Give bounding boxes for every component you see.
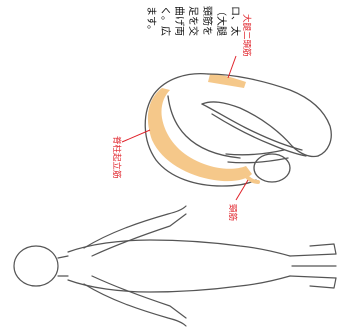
- neck-muscle-label: 頸筋: [227, 204, 238, 221]
- instruction-line: ロ、太: [229, 6, 242, 36]
- instruction-line: 曲げ両: [173, 6, 185, 36]
- arm-outline: [92, 214, 186, 256]
- leg-outline: [290, 254, 336, 278]
- torso-outline: [68, 240, 290, 256]
- arm-outline: [84, 284, 186, 326]
- arm-outline: [212, 114, 306, 156]
- hamstrings-highlight: [208, 74, 246, 88]
- instruction-line: 頸筋を: [201, 6, 214, 36]
- head-outline: [14, 246, 58, 286]
- neck-outline: [58, 256, 68, 276]
- instruction-text: ロ、太 （大腿 頸筋を 足を交 曲げ両 く。広 ます。: [145, 6, 242, 36]
- neck-muscle-pointer: [236, 180, 248, 200]
- leg-outline: [202, 102, 318, 157]
- hamstrings-pointer: [228, 56, 236, 78]
- instruction-line: （大腿: [215, 6, 228, 36]
- torso-outline: [68, 276, 290, 292]
- instruction-line: ます。: [145, 6, 157, 35]
- hamstrings-label: 大腿二頭筋: [241, 14, 252, 57]
- arm-outline: [84, 206, 186, 248]
- head-outline: [254, 154, 290, 182]
- arm-outline: [202, 104, 302, 150]
- standing-figure: [14, 206, 336, 326]
- instruction-line: 足を交: [187, 6, 200, 36]
- instruction-line: く。広: [159, 6, 172, 36]
- erector-spinae-label: 脊柱起立筋: [111, 136, 122, 179]
- muscle-labels: 大腿二頭筋 脊柱起立筋 頸筋: [111, 14, 252, 221]
- arm-outline: [92, 276, 186, 318]
- stretching-figure: [145, 74, 331, 186]
